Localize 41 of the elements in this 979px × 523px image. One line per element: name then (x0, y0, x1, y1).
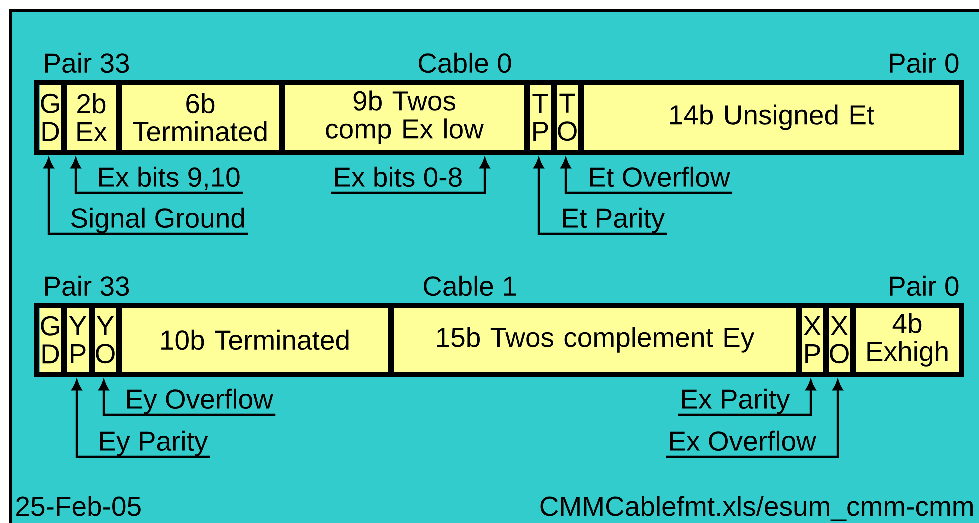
leader-line (44, 158, 248, 236)
pair-label: Pair 0 (890, 52, 959, 74)
field-label: Signal Ground (71, 208, 244, 234)
cable-label: Cable 0 (419, 52, 512, 74)
cable-label: Cable 1 (424, 276, 516, 296)
pair-label: Pair 0 (890, 276, 959, 296)
field-label: Ex Parity (682, 388, 790, 415)
field-label: Ex Overflow (670, 430, 816, 452)
bit-field: 6b Terminated (122, 85, 279, 150)
date-label: 25-Feb-05 (16, 496, 141, 516)
bit-field: 10b Terminated (122, 308, 388, 372)
bit-field: G D (40, 308, 61, 372)
field-label: Ex bits 9,10 (99, 166, 240, 190)
bit-field: T P (530, 85, 551, 150)
leader-line (534, 158, 668, 236)
field-label: Ex bits 0-8 (335, 166, 462, 188)
leader-line (666, 380, 843, 458)
bit-field: X P (802, 308, 823, 372)
leader-line (561, 158, 733, 194)
leader-line (678, 380, 816, 416)
bit-field: 14b Unsigned Et (584, 85, 959, 150)
field-label: Ey Parity (100, 430, 208, 457)
bit-field: G D (40, 85, 61, 150)
leader-line (99, 380, 276, 416)
leader-line (71, 158, 244, 194)
leader-line (72, 380, 210, 458)
bit-field: 2b Ex (67, 85, 116, 150)
bit-field: 4b Exhigh (856, 308, 959, 372)
field-label: Ey Overflow (127, 388, 274, 415)
field-label: Et Parity (563, 208, 666, 234)
bit-field: 9b Twos comp Ex low (285, 85, 524, 150)
bit-field: X O (829, 308, 850, 372)
bit-field: Y P (67, 308, 89, 372)
bit-field: Y O (95, 308, 116, 372)
file-name-label: CMMCablefmt.xls/esum_cmm-cmm (540, 496, 973, 522)
bit-field: 15b Twos complement Ey (394, 308, 796, 372)
pair-label: Pair 33 (45, 52, 130, 74)
pair-label: Pair 33 (45, 276, 130, 296)
leader-line (331, 158, 490, 194)
field-label: Et Overflow (590, 166, 730, 188)
bit-field: T O (557, 85, 578, 150)
